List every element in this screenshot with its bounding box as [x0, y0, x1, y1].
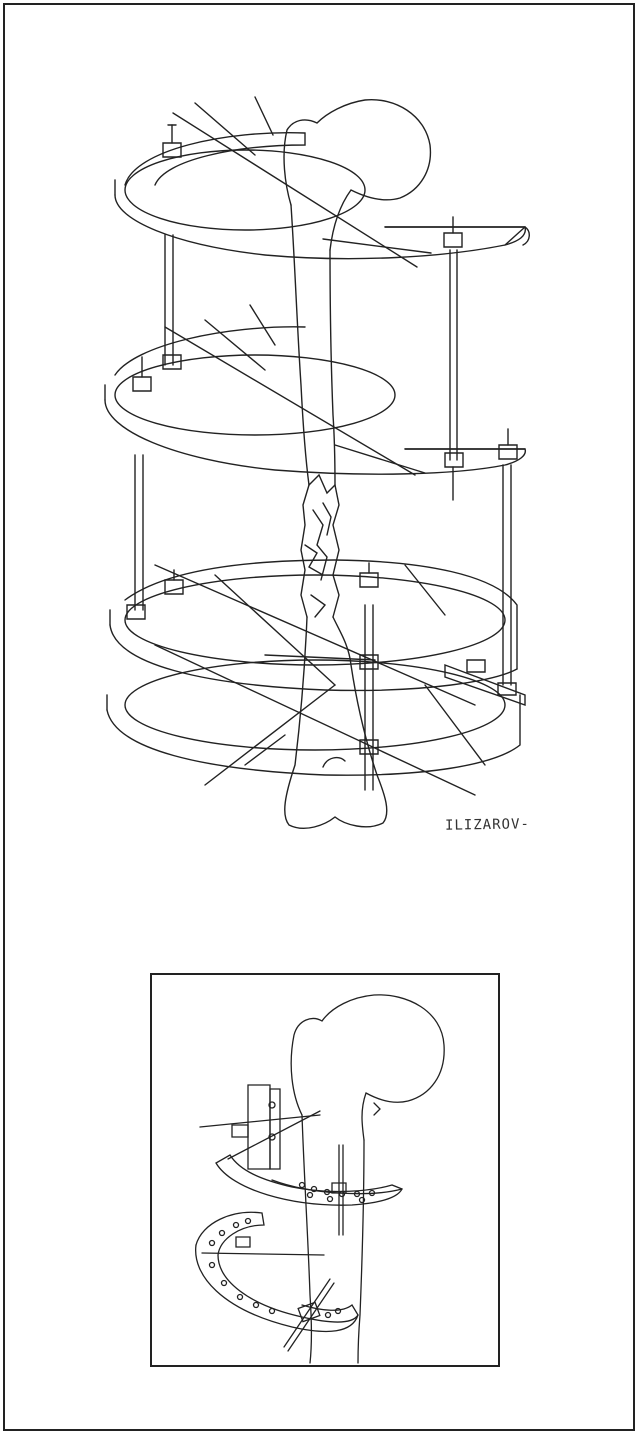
femur-bone-plate-half-ring-fixator-icon — [152, 975, 498, 1365]
fixator-ring-1 — [115, 97, 529, 267]
fixator-ring-2 — [105, 305, 525, 475]
inset-frame — [150, 973, 500, 1367]
ilizarov-ring-fixator-femur-fracture-icon — [5, 5, 637, 965]
fixator-ring-4 — [107, 645, 520, 795]
femur-bone-icon — [284, 100, 430, 829]
figure-frame: ILIZAROV- — [3, 3, 635, 1431]
half-ring-lower — [196, 1212, 358, 1351]
threaded-connecting-rods — [135, 235, 511, 790]
femur-proximal-icon — [291, 995, 444, 1363]
curved-bone-plate-upper — [200, 1085, 402, 1235]
fixator-ring-3 — [110, 560, 525, 705]
artist-signature: ILIZAROV- — [444, 816, 530, 834]
